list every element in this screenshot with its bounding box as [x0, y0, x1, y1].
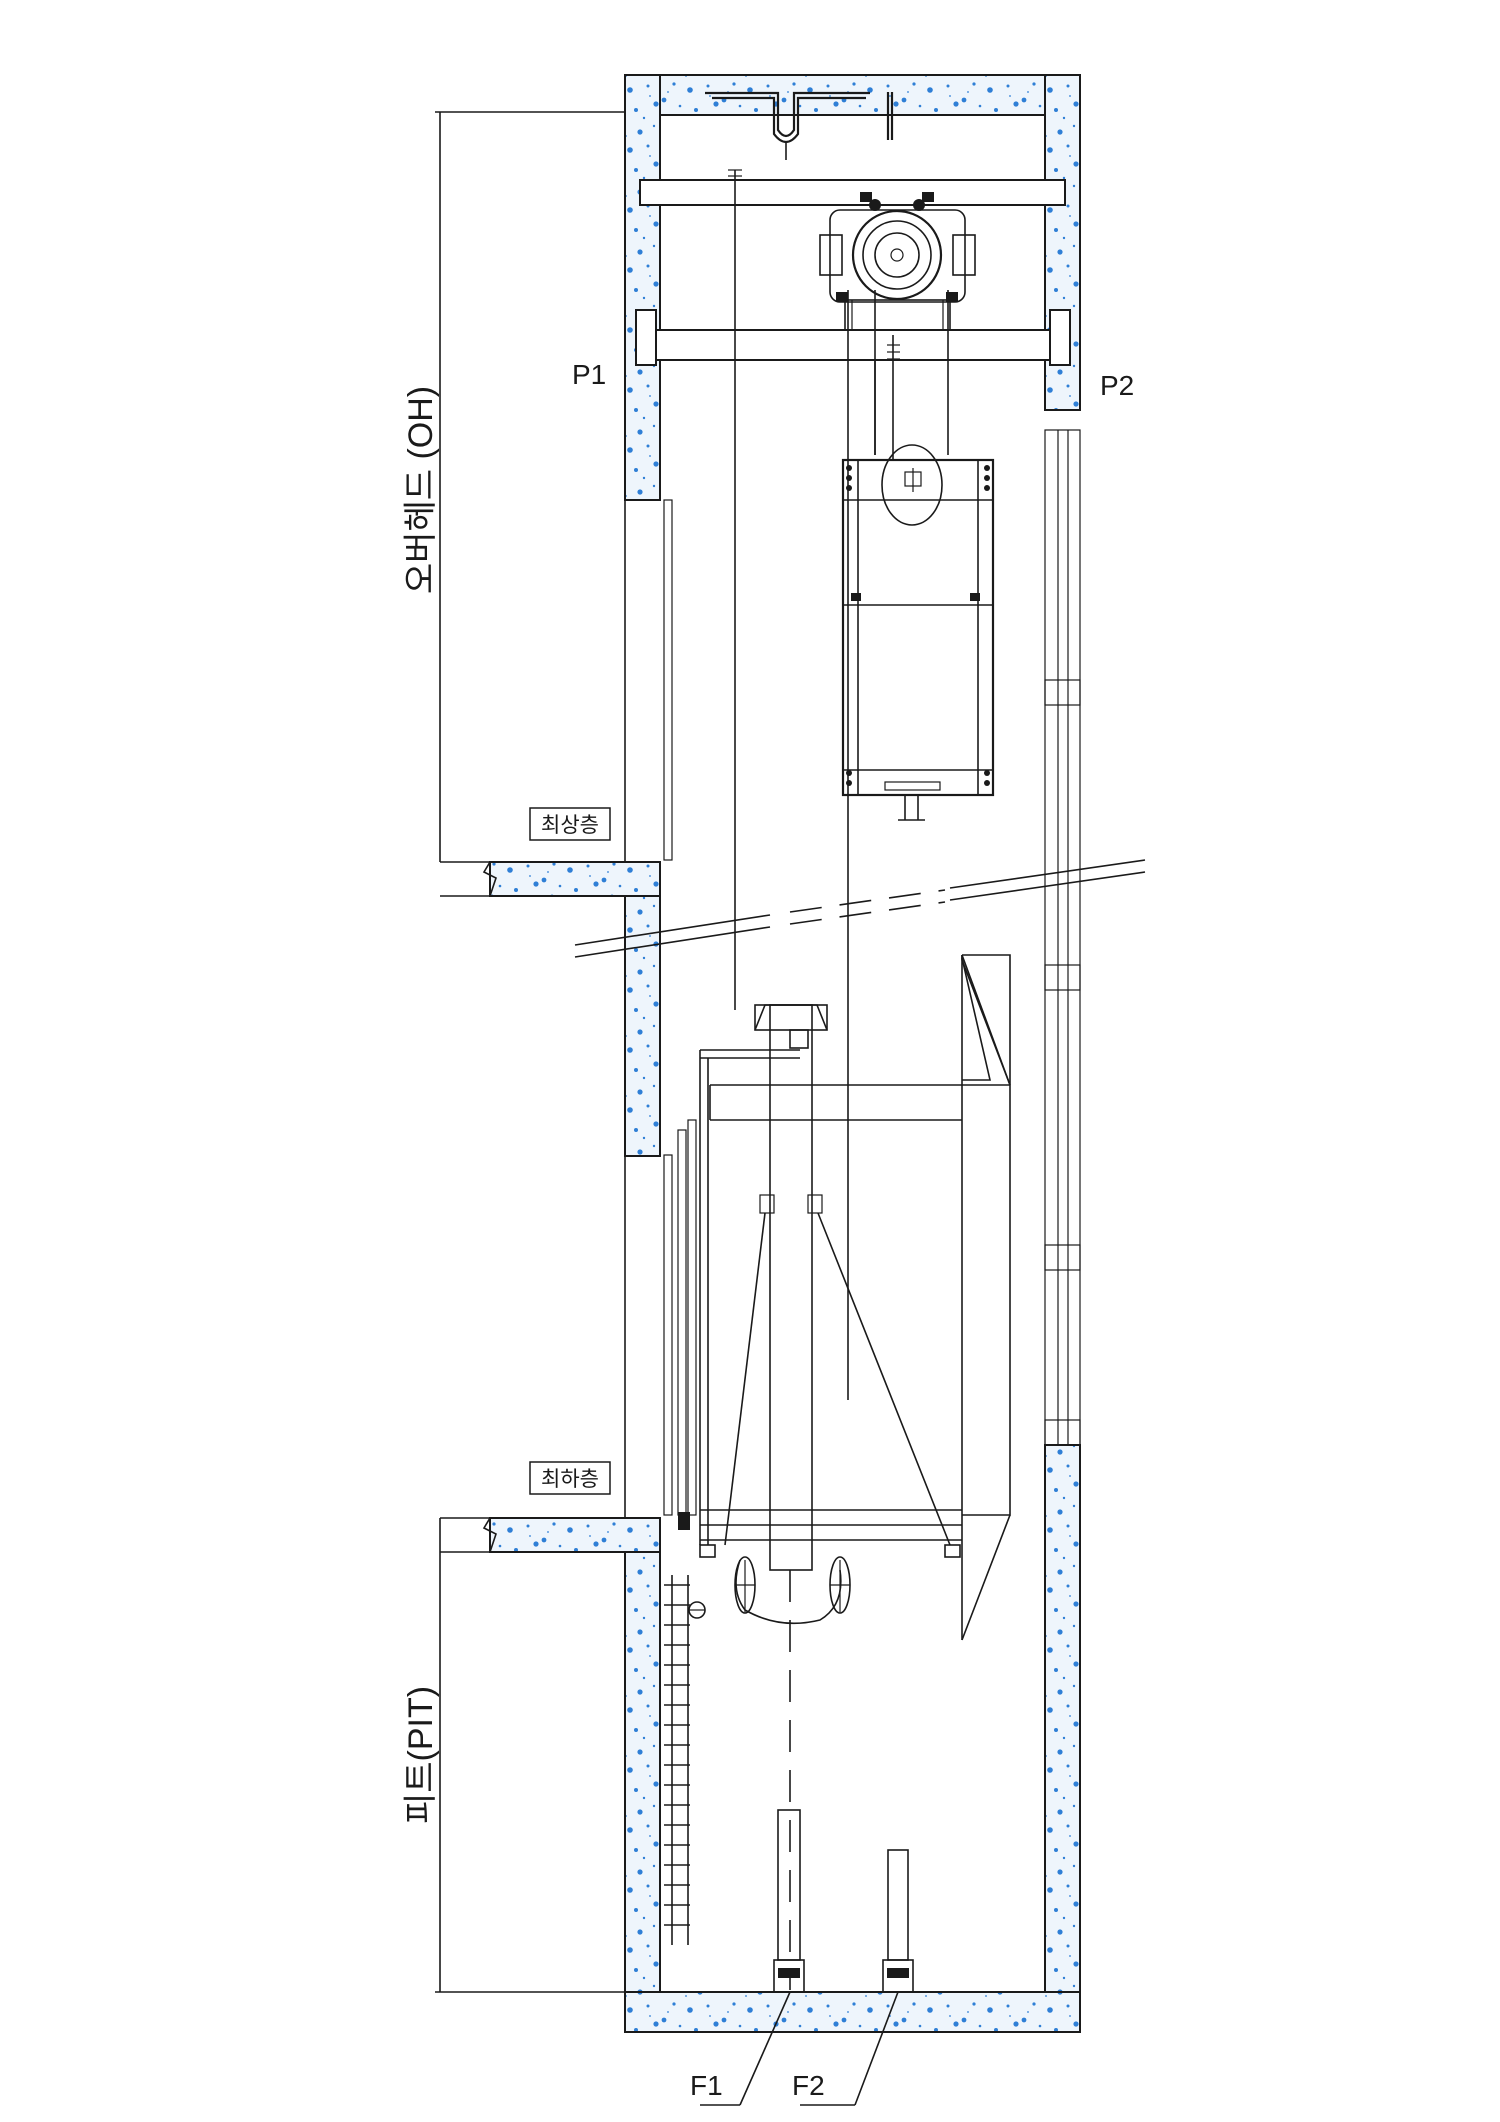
p2-label: P2	[1100, 370, 1134, 401]
buffers	[773, 1809, 914, 1993]
left-wall-upper	[624, 74, 661, 501]
leader-lines	[700, 1991, 899, 2106]
upper-beam	[639, 179, 1066, 206]
f2-label: F2	[792, 2070, 825, 2101]
ladder-rungs	[664, 1584, 690, 1926]
ropes	[728, 169, 949, 1400]
beam-support-right	[1049, 309, 1071, 366]
bottom-floor-label: 최하층	[541, 1468, 599, 1491]
bottom-floor-slab	[489, 1517, 661, 1553]
traction-machine	[819, 192, 976, 331]
top-floor-tag-box	[529, 807, 611, 841]
machine-beams	[635, 91, 1071, 366]
left-wall-pit	[624, 1551, 661, 1993]
pit-dimension-label: 피트(PIT)	[402, 1686, 440, 1824]
top-floor-label: 최상층	[541, 814, 599, 837]
top-floor-slab	[489, 861, 661, 897]
concrete-walls	[489, 74, 1081, 2033]
pit-floor-slab	[624, 1991, 1081, 2033]
labels: 오버헤드 (OH) 피트(PIT) 최상층 최하층 P1 P2 F1 F2	[402, 359, 1134, 2101]
elevator-car	[699, 954, 1011, 1990]
top-slab	[624, 74, 1081, 116]
hoistway-door-and-ladder	[663, 1119, 706, 1945]
right-wall-pit	[1044, 1444, 1081, 1993]
right-wall-upper	[1044, 74, 1081, 411]
dimension-lines	[435, 111, 625, 1993]
car-frame-upper	[841, 444, 995, 821]
bottom-floor-tag-box	[529, 1461, 611, 1495]
beam-support-left	[635, 309, 657, 366]
section-break-lines	[574, 859, 1146, 958]
floor-break-marks	[440, 861, 497, 1553]
overhead-dimension-label: 오버헤드 (OH)	[402, 386, 440, 594]
lower-beam	[639, 329, 1066, 361]
f1-label: F1	[690, 2070, 723, 2101]
p1-label: P1	[572, 359, 606, 390]
